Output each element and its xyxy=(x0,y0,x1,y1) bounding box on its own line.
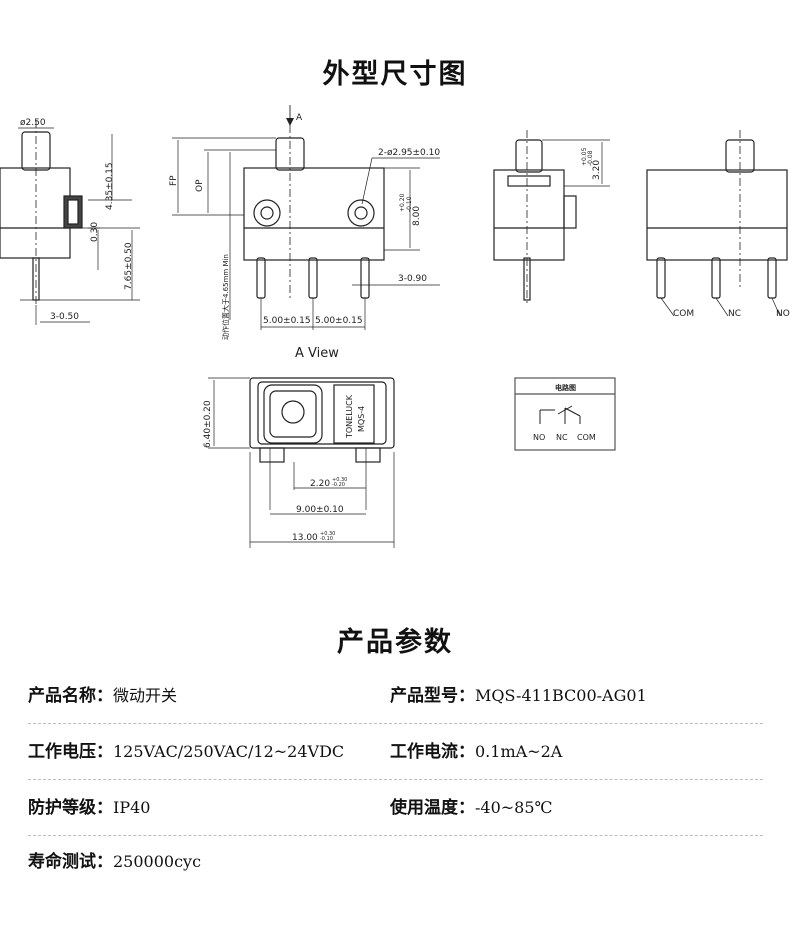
side-pin-dia: ø2.50 xyxy=(20,118,46,128)
spec-label: 工作电流： xyxy=(390,742,475,762)
side-view-left xyxy=(0,120,140,325)
circuit-no: NO xyxy=(533,433,545,442)
circuit-diagram xyxy=(514,377,616,451)
pin-width-label: 3-0.90 xyxy=(398,274,427,284)
back-view xyxy=(646,130,788,317)
pitch-1: 5.00±0.15 xyxy=(263,316,311,326)
side-view-right xyxy=(493,130,610,305)
spec-value: 125VAC/250VAC/12~24VDC xyxy=(113,742,345,761)
act-height: 3.20 xyxy=(592,160,602,180)
arrow-a-label: A xyxy=(296,113,303,123)
a-view xyxy=(208,377,395,548)
a-view-d3: 13.00 xyxy=(292,533,318,543)
a-view-d1-tol-up: +0.30 xyxy=(332,477,347,483)
a-view-d3-tol-dn: -0.10 xyxy=(320,536,333,542)
spec-value: -40~85℃ xyxy=(475,798,553,817)
a-view-d1-tol-dn: -0.20 xyxy=(332,482,345,488)
spec-row: 产品名称：微动开关 产品型号：MQS-411BC00-AG01 xyxy=(28,668,763,724)
op-label: OP xyxy=(195,179,205,192)
spec-row: 防护等级：IP40 使用温度：-40~85℃ xyxy=(28,780,763,836)
spec-value: 250000cyc xyxy=(113,852,202,871)
a-view-model: MQS-4 xyxy=(357,406,366,432)
spec-label: 工作电压： xyxy=(28,742,113,762)
spec-value: 0.1mA~2A xyxy=(475,742,563,761)
travel-note: 动作位置大于4.65mm Min xyxy=(221,254,230,340)
spec-row: 工作电压：125VAC/250VAC/12~24VDC 工作电流：0.1mA~2… xyxy=(28,724,763,780)
a-view-d2: 9.00±0.10 xyxy=(296,505,344,515)
spec-label: 防护等级： xyxy=(28,798,113,818)
circuit-com: COM xyxy=(577,433,596,442)
a-view-brand: TONELUCK xyxy=(345,394,354,439)
circuit-title: 电路图 xyxy=(555,383,576,392)
spec-label: 使用温度： xyxy=(390,798,475,818)
spec-divider xyxy=(28,723,763,724)
a-view-d3-tol-up: +0.30 xyxy=(320,531,335,537)
spec-divider xyxy=(28,779,763,780)
side-h2: 0.30 xyxy=(90,222,100,242)
a-view-height: 6.40±0.20 xyxy=(203,400,213,448)
spec-divider xyxy=(28,835,763,836)
spec-label: 产品名称： xyxy=(28,686,113,706)
fp-label: FP xyxy=(169,175,179,186)
dimension-title: 外型尺寸图 xyxy=(322,59,468,90)
spec-label: 产品型号： xyxy=(390,686,475,706)
spec-value: MQS-411BC00-AG01 xyxy=(475,686,647,705)
spec-value: IP40 xyxy=(113,798,151,817)
act-tol-dn: -0.08 xyxy=(587,150,594,166)
circuit-nc: NC xyxy=(556,433,568,442)
pitch-2: 5.00±0.15 xyxy=(315,316,363,326)
back-com: COM xyxy=(673,309,694,319)
act-tol-up: +0.05 xyxy=(581,147,588,166)
side-pin-off: 3-0.50 xyxy=(50,312,79,322)
back-nc: NC xyxy=(728,309,741,319)
dimension-drawing: ø2.50 4.35±0.15 0.30 7.65±0.50 3-0.50 A … xyxy=(0,105,790,548)
front-height: 8.00 xyxy=(412,206,422,226)
side-h1: 4.35±0.15 xyxy=(105,162,115,210)
spec-value: 微动开关 xyxy=(113,686,178,705)
front-view xyxy=(172,105,440,330)
side-h3: 7.65±0.50 xyxy=(124,242,134,290)
a-view-d1: 2.20 xyxy=(310,479,330,489)
front-height-tol-up: +0.20 xyxy=(399,193,406,212)
spec-row: 寿命测试：250000cyc xyxy=(28,834,763,890)
holes-label: 2-ø2.95±0.10 xyxy=(378,148,440,158)
back-no: NO xyxy=(776,309,790,319)
a-view-title: A View xyxy=(295,346,339,361)
params-title: 产品参数 xyxy=(337,627,453,658)
spec-label: 寿命测试： xyxy=(28,852,113,872)
front-height-tol-dn: -0.10 xyxy=(406,196,413,212)
